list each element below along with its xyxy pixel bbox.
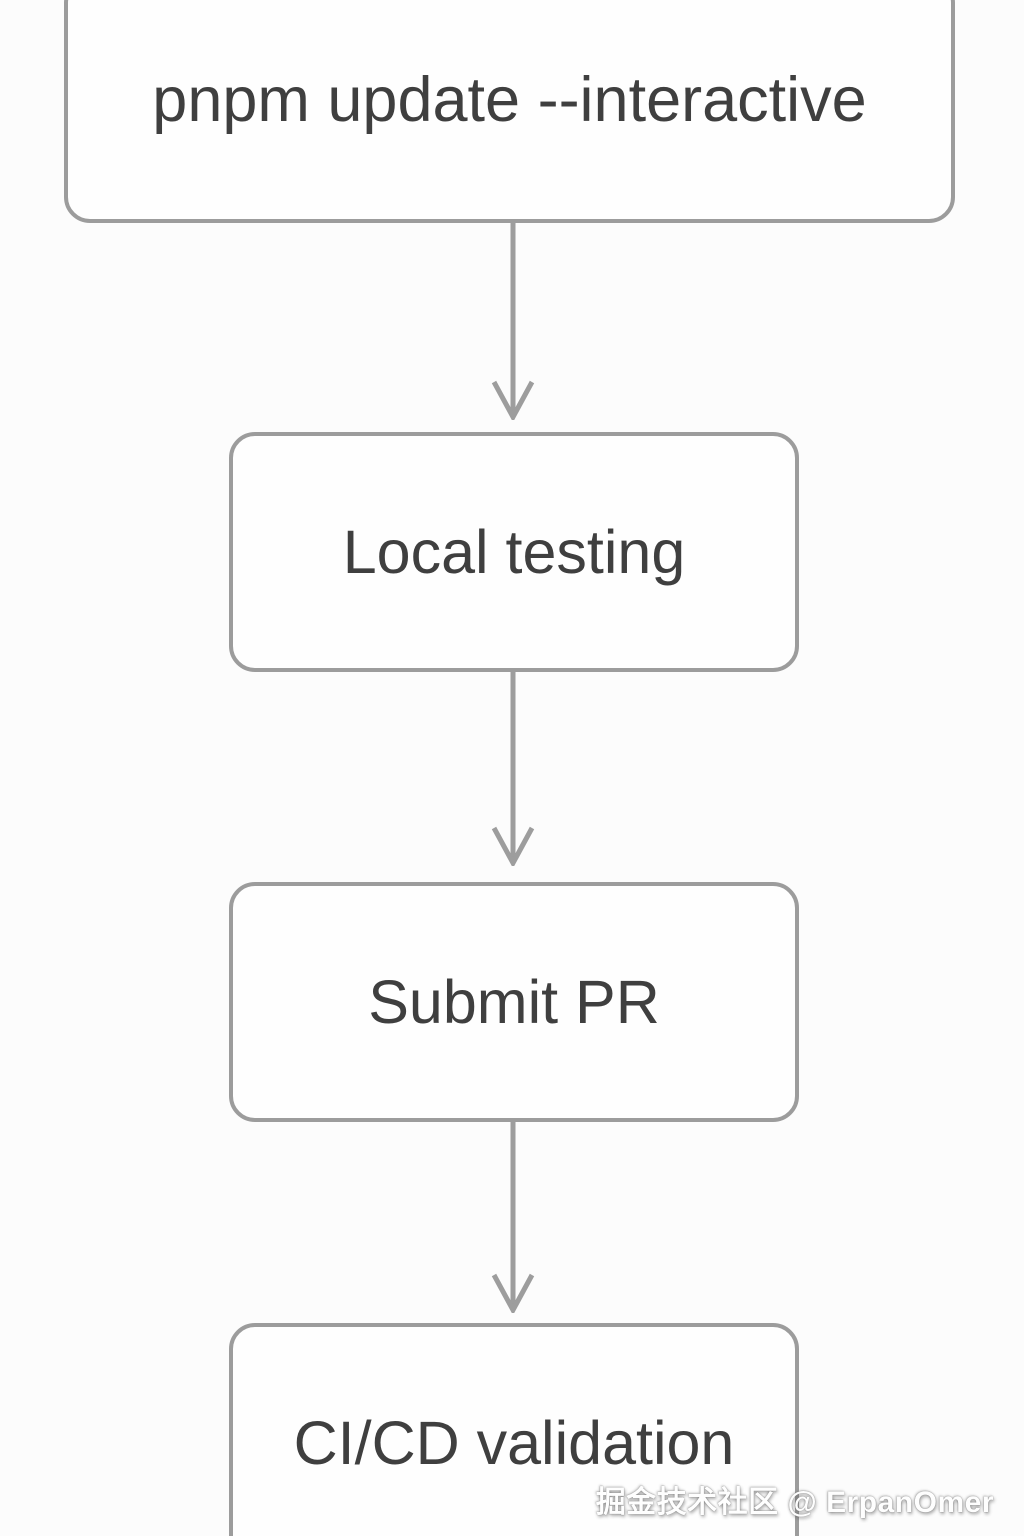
flow-node-pnpm-update-interactive: pnpm update --interactive [64, 0, 955, 223]
flow-arrow-down-1 [473, 223, 553, 420]
arrow-down-icon [491, 1122, 535, 1313]
flow-node-submit-pr: Submit PR [229, 882, 799, 1122]
watermark: 掘金技术社区 @ ErpanOmer [595, 1486, 994, 1519]
flow-node-label: Local testing [342, 518, 686, 586]
arrow-down-icon [491, 672, 535, 866]
flow-node-cicd-validation: CI/CD validation [229, 1323, 799, 1536]
flow-arrow-down-2 [473, 672, 553, 866]
flow-node-local-testing: Local testing [229, 432, 799, 672]
flow-arrow-down-3 [473, 1122, 553, 1313]
flow-node-label: Submit PR [368, 968, 660, 1036]
arrow-down-icon [491, 223, 535, 420]
flow-node-label: pnpm update --interactive [152, 65, 867, 135]
flow-node-label: CI/CD validation [293, 1409, 735, 1477]
